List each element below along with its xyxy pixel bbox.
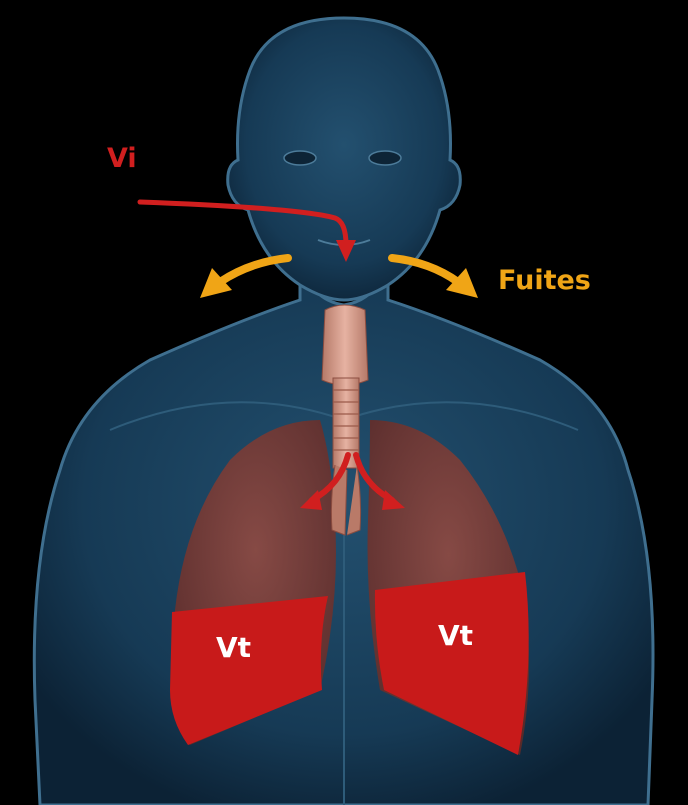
left-leak-arrowhead — [200, 268, 232, 298]
right-eye — [369, 151, 401, 165]
left-eye — [284, 151, 316, 165]
left-leak-arrow — [220, 258, 288, 282]
left-tidal-volume-label: Vt — [216, 631, 251, 664]
larynx — [322, 305, 368, 385]
head — [228, 18, 461, 300]
right-tidal-volume-label: Vt — [438, 619, 473, 652]
inspired-volume-label: Vi — [107, 143, 137, 174]
right-leak-arrowhead — [446, 268, 478, 298]
leak-label: Fuites — [498, 265, 591, 296]
